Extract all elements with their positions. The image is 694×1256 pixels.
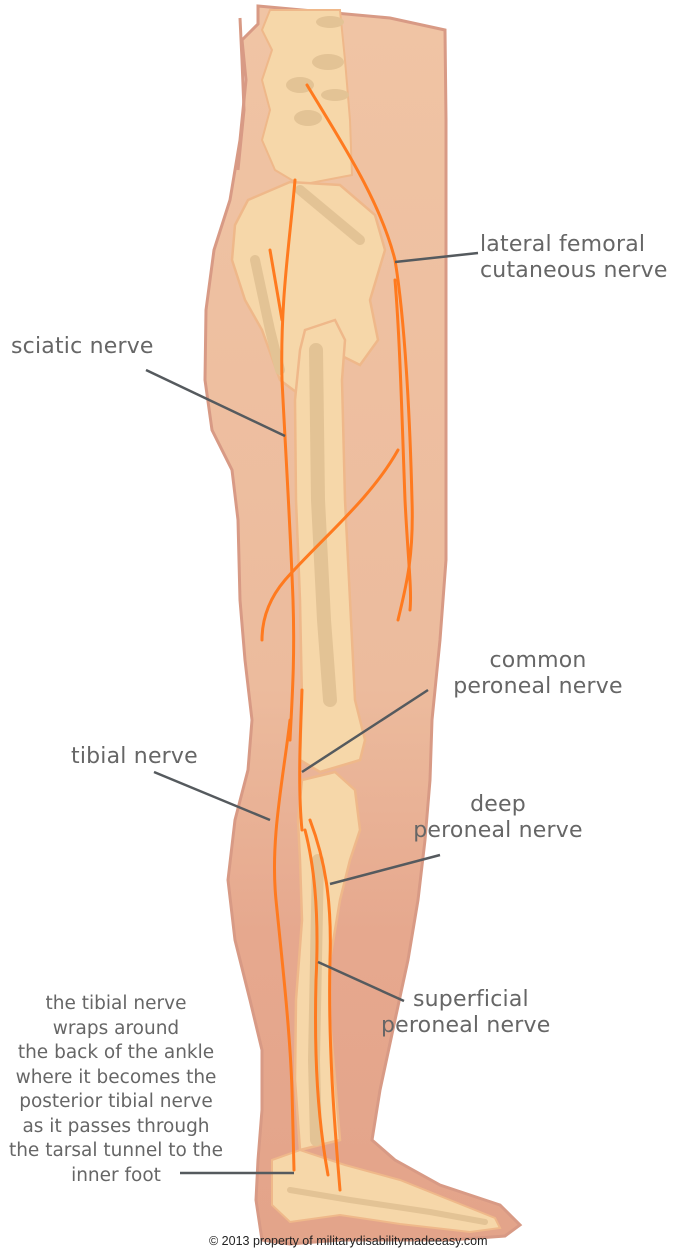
copyright-notice: © 2013 property of militarydisabilitymad… (209, 1234, 488, 1248)
leader-superficial-peroneal (317, 960, 405, 1003)
label-lateral-femoral-cutaneous-nerve: lateral femoral cutaneous nerve (480, 232, 668, 283)
nerve-sciatic (280, 178, 297, 742)
nerve-common-peroneal (298, 688, 304, 832)
leader-lateral-femoral (394, 251, 479, 264)
ankle-note: the tibial nerve wraps around the back o… (8, 993, 224, 1186)
leader-lines (145, 251, 479, 1175)
label-deep-peroneal-nerve: deep peroneal nerve (413, 792, 583, 843)
nerve-tibial (273, 718, 296, 1172)
leader-common-peroneal (301, 688, 429, 774)
nerve-deep-peroneal (308, 818, 342, 1192)
skin-silhouette (203, 4, 523, 1246)
leader-tibial (153, 770, 271, 822)
label-common-peroneal-nerve: common peroneal nerve (453, 648, 623, 699)
spine (260, 9, 354, 187)
label-tibial-nerve: tibial nerve (71, 744, 198, 769)
leader-sciatic (145, 368, 286, 438)
label-superficial-peroneal-nerve: superficial peroneal nerve (381, 987, 551, 1038)
label-sciatic-nerve: sciatic nerve (11, 334, 154, 359)
nerves (260, 83, 414, 1192)
nerve-superficial-peroneal (303, 828, 330, 1177)
skin-outline-back (236, 17, 246, 171)
leader-deep-peroneal (329, 853, 441, 886)
